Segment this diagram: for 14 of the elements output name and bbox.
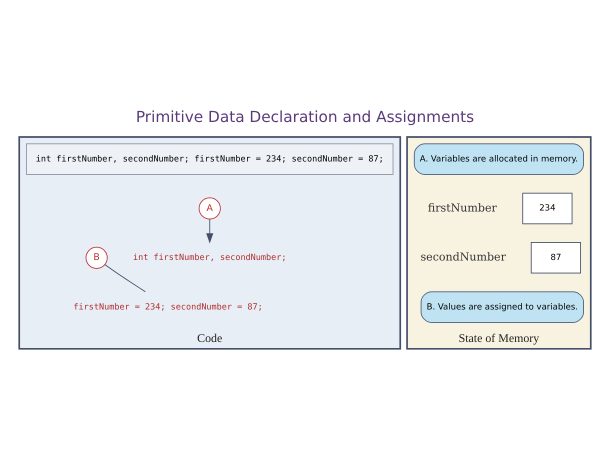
node-box: int firstNumber, secondNumber; firstNumber = 234; secondNumber = 87; <box>26 142 394 174</box>
node-box: A. Variables are allocated in memory. <box>414 142 584 174</box>
diagram-title: Primitive Data Declaration and Assignments <box>136 108 474 126</box>
node-box: 234 <box>522 192 572 224</box>
node-label: firstNumber <box>428 200 497 214</box>
node-circle: B <box>86 246 108 268</box>
node-label: secondNumber <box>420 250 506 264</box>
node-box: B. Values are assigned to variables. <box>420 290 584 322</box>
node-circle: A <box>198 196 221 220</box>
node-text: firstNumber = 234; secondNumber = 87; <box>73 302 263 312</box>
node-box: 87 <box>530 242 581 274</box>
arrow <box>206 218 214 243</box>
connector <box>104 264 146 292</box>
node-text: int firstNumber, secondNumber; <box>132 252 287 262</box>
